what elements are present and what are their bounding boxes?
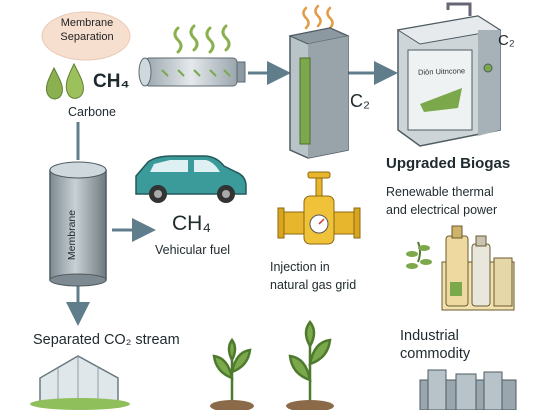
valve-icon bbox=[277, 171, 361, 245]
heat-wave-icon bbox=[302, 4, 334, 30]
unit-plate-label: Diön Uitncone bbox=[417, 66, 466, 77]
droplets-icon bbox=[45, 62, 84, 100]
plant-sprout-icon bbox=[210, 319, 334, 410]
ch4-mid-label: CH₄ bbox=[172, 212, 211, 235]
flow-arrows bbox=[66, 61, 398, 326]
factory-icon bbox=[419, 369, 517, 410]
carbone-label: Carbone bbox=[68, 105, 116, 119]
renewable-power-label: Renewable thermal and electrical power bbox=[386, 185, 498, 218]
industrial-commodity-label: Industrial commodity bbox=[400, 328, 471, 363]
membrane-separation-label: Membrane Separation bbox=[60, 17, 114, 43]
c2-mid-label: C₂ bbox=[350, 91, 370, 111]
car-icon bbox=[135, 155, 247, 203]
bottles-factory-icon bbox=[406, 225, 515, 311]
greenhouse-icon bbox=[30, 355, 130, 410]
heat-wave-icon bbox=[173, 24, 231, 54]
gas-bubble-icon bbox=[41, 11, 131, 61]
filter-column-icon bbox=[288, 27, 350, 159]
generator-unit-icon bbox=[396, 2, 502, 147]
vehicular-fuel-label: Vehicular fuel bbox=[155, 243, 231, 257]
ch4-top-label: CH₄ bbox=[93, 71, 130, 92]
upgraded-biogas-label: Upgraded Biogas bbox=[386, 155, 511, 172]
pipe-filter-icon bbox=[138, 57, 246, 87]
injection-grid-label: Injection in natural gas grid bbox=[270, 260, 357, 293]
c2-top-label: C₂ bbox=[498, 32, 515, 49]
membrane-tank-label: Membrane bbox=[66, 209, 79, 261]
separated-co2-label: Separated CO₂ stream bbox=[33, 332, 180, 348]
membrane-tank-icon bbox=[49, 161, 107, 287]
